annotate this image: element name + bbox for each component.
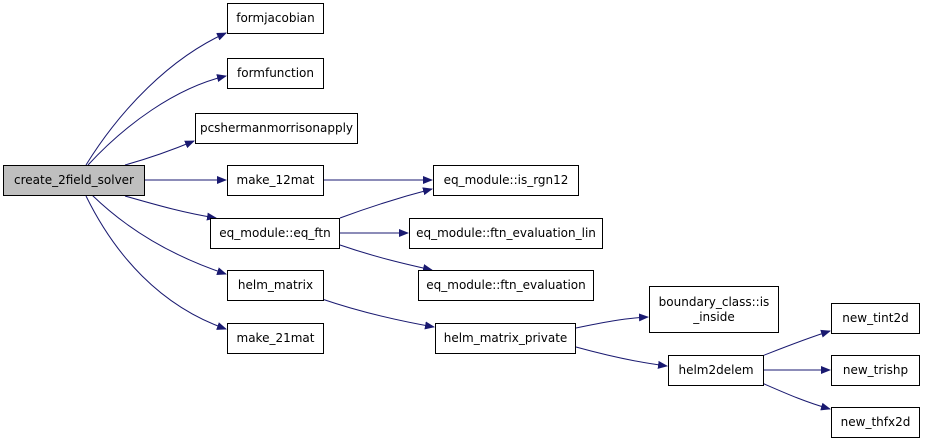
edge-eq_ftn-to-is_rgn12 [339,187,433,219]
node-is-inside[interactable]: boundary_class::is _inside [649,286,779,333]
node-new-thfx2d[interactable]: new_thfx2d [831,407,920,438]
node-helm2delem[interactable]: helm2delem [668,355,764,386]
edge-helm2delem-to-new_tint2d [761,329,831,357]
node-make-12mat[interactable]: make_12mat [227,165,324,196]
node-ftn-evaluation-lin[interactable]: eq_module::ftn_evaluation_lin [409,218,603,249]
node-formfunction[interactable]: formfunction [227,58,324,89]
edge-helm2delem-to-new_thfx2d [761,382,831,411]
edge-create-to-helm_matrix [91,194,227,275]
edge-eq_ftn-to-ftn_evaluation [339,244,433,272]
edge-helm_matrix-to-helm_matrix_private [321,298,435,330]
node-formjacobian[interactable]: formjacobian [227,3,324,34]
edge-create-to-pcshermanmorrisonapply [124,140,195,166]
node-new-tint2d[interactable]: new_tint2d [831,303,920,334]
node-eq-ftn[interactable]: eq_module::eq_ftn [210,218,340,249]
edge-create-to-make_21mat [85,195,227,330]
node-helm-matrix-private[interactable]: helm_matrix_private [435,323,576,354]
edge-create-to-formfunction [87,74,227,166]
node-pcshermanmorrisonapply[interactable]: pcshermanmorrisonapply [195,113,358,144]
node-ftn-evaluation[interactable]: eq_module::ftn_evaluation [418,270,594,301]
node-make-21mat[interactable]: make_21mat [227,323,324,354]
edge-create-to-formjacobian [85,32,227,166]
node-create-2field-solver: create_2field_solver [3,165,145,196]
edge-helm_matrix_private-to-is_inside [575,313,649,329]
node-helm-matrix[interactable]: helm_matrix [227,270,324,301]
edge-helm_matrix_private-to-helm2delem [575,346,668,369]
edge-create-to-eq_ftn [124,195,217,221]
node-is-rgn12[interactable]: eq_module::is_rgn12 [433,165,579,196]
node-new-trishp[interactable]: new_trishp [831,355,920,386]
